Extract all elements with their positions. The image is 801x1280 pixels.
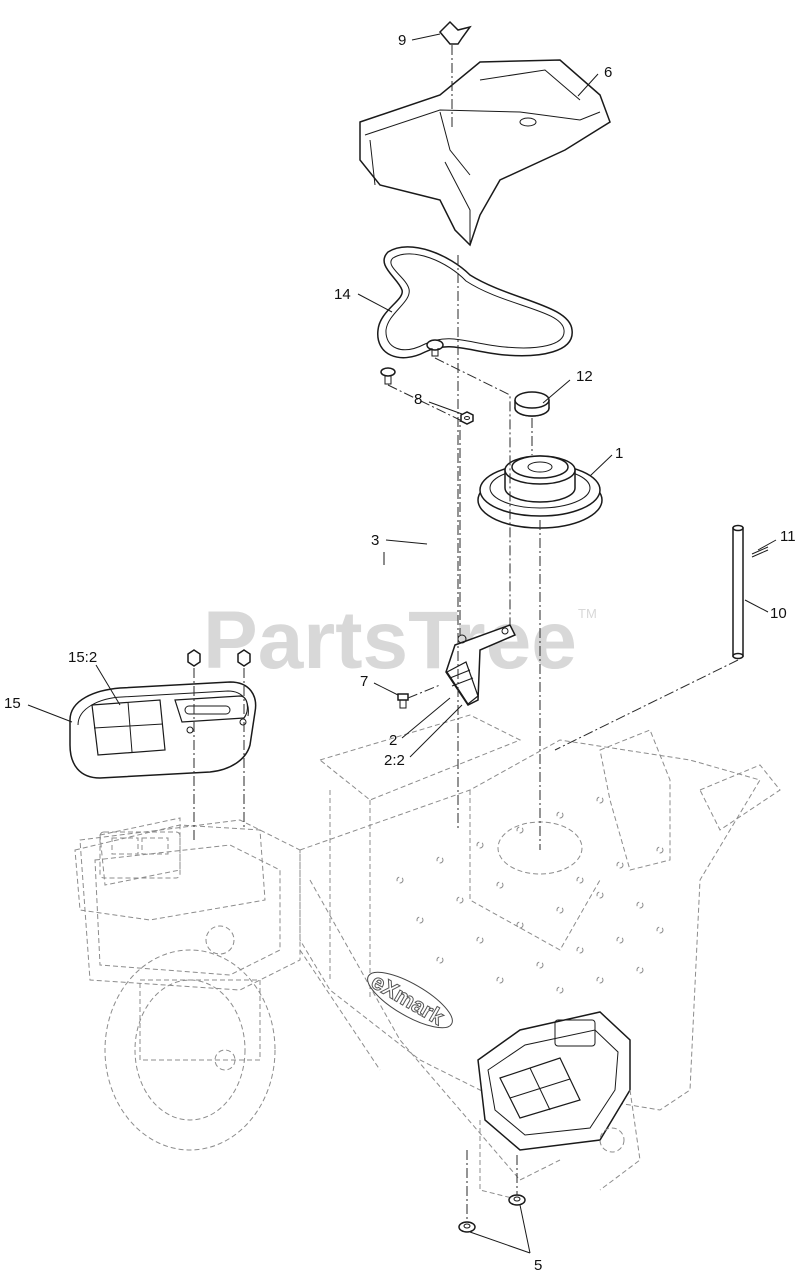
callout-10: 10	[770, 605, 787, 622]
drive-belt-part	[377, 246, 573, 359]
callout-5: 5	[534, 1257, 542, 1274]
knob-part	[438, 20, 472, 45]
callout-2: 2	[389, 732, 397, 749]
callout-6: 6	[604, 64, 612, 81]
deck-frame-ghost	[74, 714, 781, 1181]
watermark-text: PartsTree	[203, 595, 577, 686]
callout-3: 3	[371, 532, 379, 549]
callout-1: 1	[615, 445, 623, 462]
callout-14: 14	[334, 286, 351, 303]
callout-12: 12	[576, 368, 593, 385]
pulley-part	[477, 455, 603, 529]
screw-part	[397, 693, 409, 709]
callout-8: 8	[414, 391, 422, 408]
callout-15-2: 15:2	[68, 649, 97, 666]
watermark-trademark: TM	[578, 606, 597, 621]
callout-9: 9	[398, 32, 406, 49]
brand-logo: eXmark	[367, 968, 453, 1031]
assembly-lines	[193, 45, 739, 1220]
left-caster-cover-ghost	[99, 831, 181, 879]
pivot-pin-part	[732, 524, 744, 660]
idler-bracket-part	[445, 624, 517, 706]
flange-nut-part	[187, 649, 526, 1233]
callout-7: 7	[360, 673, 368, 690]
callout-2-2: 2:2	[384, 752, 405, 769]
pulley-cap-part	[514, 391, 550, 417]
right-caster-cover	[477, 1011, 641, 1201]
belt-cover-part	[359, 59, 611, 247]
caster-cover-part	[69, 681, 257, 779]
leader-lines	[27, 33, 777, 1254]
callout-11: 11	[780, 528, 796, 545]
carriage-bolt-part	[380, 339, 444, 385]
lock-nut-part	[460, 411, 474, 425]
callout-15: 15	[4, 695, 21, 712]
cotter-pin-part	[751, 546, 769, 558]
